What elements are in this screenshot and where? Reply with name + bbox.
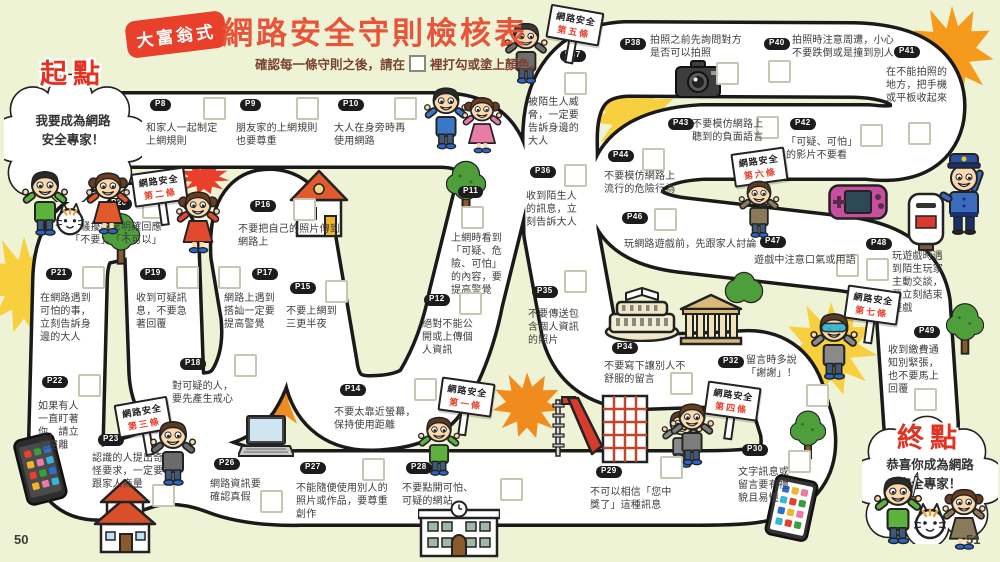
cat-icon [908, 502, 952, 545]
monopoly-style-badge: 大富翁式 [124, 10, 228, 59]
page-header: 大富翁式 網路安全守則檢核表 確認每一條守則之後，請在 裡打勾或塗上顏色。 [0, 0, 1000, 80]
subtitle-text-pre: 確認每一條守則之後，請在 [255, 54, 405, 73]
page-number-right: 51 [966, 532, 980, 547]
page-number-left: 50 [14, 532, 28, 547]
subtitle-text-post: 裡打勾或塗上顏色。 [430, 54, 543, 73]
cat-icon [50, 202, 90, 241]
page-title: 網路安全守則檢核表 [222, 8, 528, 53]
subtitle-checkbox-glyph [409, 55, 426, 72]
start-kid-girl [86, 168, 130, 241]
page-subtitle: 確認每一條守則之後，請在 裡打勾或塗上顏色。 [255, 54, 543, 73]
